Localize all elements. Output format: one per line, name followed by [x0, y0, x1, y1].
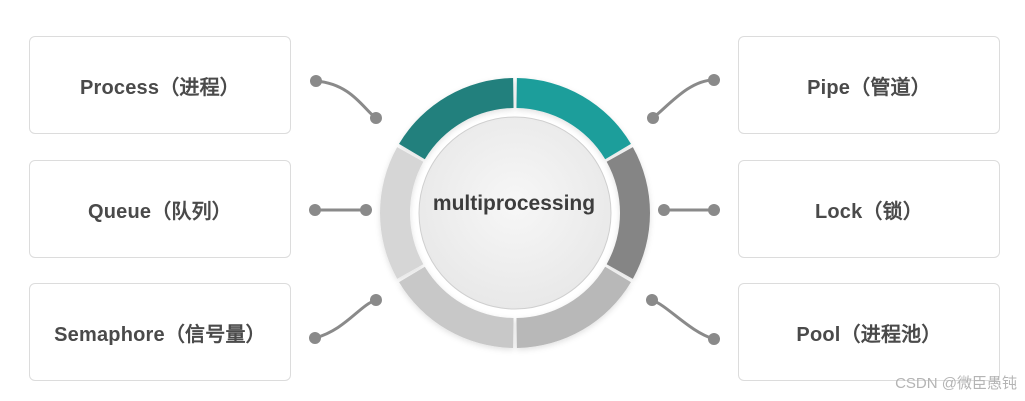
connector-dot — [370, 294, 382, 306]
connector-pool — [651, 298, 715, 341]
connector-dot — [708, 333, 720, 345]
center-disc — [418, 116, 612, 310]
pipe-label: Pipe（管道） — [807, 76, 931, 99]
connector-dot — [309, 204, 321, 216]
connector-dots — [309, 74, 720, 345]
lock-box: Lock（锁） — [738, 160, 1000, 258]
center-label: multiprocessing — [432, 192, 596, 215]
watermark: CSDN @微臣愚钝 — [895, 375, 1017, 392]
connector-dot — [708, 74, 720, 86]
ring-segment-bottom-right — [516, 266, 631, 348]
process-box: Process（进程） — [29, 36, 291, 134]
connector-pipe — [652, 78, 715, 120]
ring — [380, 78, 650, 348]
semaphore-label: Semaphore（信号量） — [54, 323, 266, 346]
ring-segment-bottom-left — [399, 266, 514, 348]
connector-dot — [310, 75, 322, 87]
connector-dot — [309, 332, 321, 344]
connector-dot — [647, 112, 659, 124]
connector-semaphore — [314, 298, 377, 340]
ring-segment-left — [380, 147, 424, 279]
pool-label: Pool（进程池） — [796, 323, 942, 346]
ring-segment-top-left — [399, 78, 514, 160]
semaphore-box: Semaphore（信号量） — [29, 283, 291, 381]
connector-dot — [370, 112, 382, 124]
connector-process — [315, 79, 377, 120]
connector-dot — [658, 204, 670, 216]
ring-segment-top-right — [516, 78, 631, 160]
queue-box: Queue（队列） — [29, 160, 291, 258]
connector-dot — [708, 204, 720, 216]
pipe-box: Pipe（管道） — [738, 36, 1000, 134]
pool-box: Pool（进程池） — [738, 283, 1000, 381]
ring-segment-right — [606, 147, 650, 279]
process-label: Process（进程） — [79, 76, 241, 99]
lock-label: Lock（锁） — [814, 200, 924, 223]
connector-dot — [360, 204, 372, 216]
queue-label: Queue（队列） — [87, 200, 233, 223]
connector-dot — [646, 294, 658, 306]
